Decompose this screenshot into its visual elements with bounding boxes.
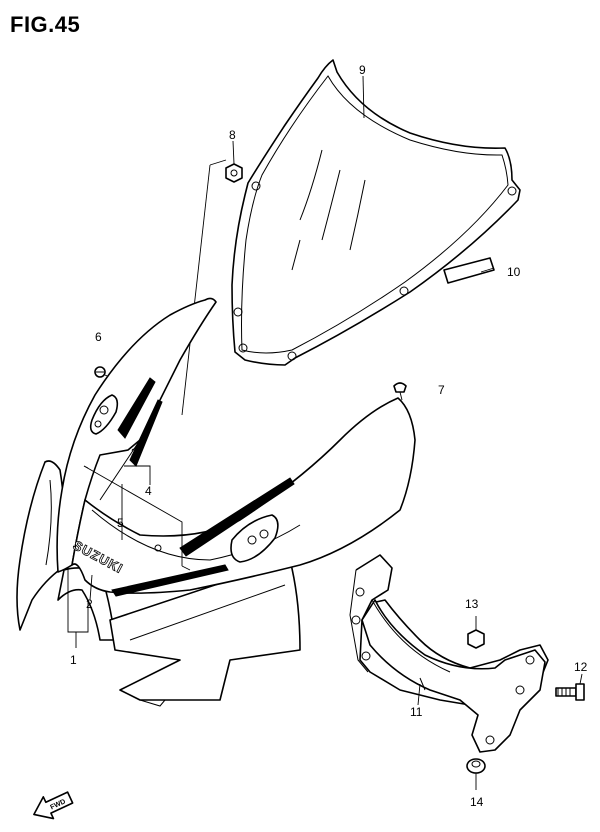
callout-2: 2 [86,597,93,611]
callout-7: 7 [438,383,445,397]
screw-7[interactable] [393,382,407,401]
well-nut[interactable] [225,163,243,183]
callout-8: 8 [229,128,236,142]
grommet-14[interactable] [466,758,486,790]
callout-14: 14 [470,795,484,809]
upper-cowling[interactable]: SUZUKI [56,297,416,597]
callout-13: 13 [465,597,479,611]
callout-3: 3 [131,446,138,460]
callout-11: 11 [410,705,423,719]
callout-4: 4 [145,484,152,498]
callout-5: 5 [117,516,124,530]
callout-1: 1 [70,653,77,667]
windscreen-pad[interactable] [443,257,495,284]
callout-10: 10 [507,265,521,279]
nut-13[interactable] [467,616,485,649]
cowling-brace[interactable] [349,554,549,753]
cowling-side-panel[interactable] [16,460,66,631]
callout-9: 9 [359,63,366,77]
forward-direction-arrow: FWD [33,791,74,820]
callout-6: 6 [95,330,102,344]
callout-12: 12 [574,660,588,674]
windscreen[interactable] [231,59,521,366]
bolt-12[interactable] [555,673,585,701]
figure-title: FIG.45 [10,12,81,37]
